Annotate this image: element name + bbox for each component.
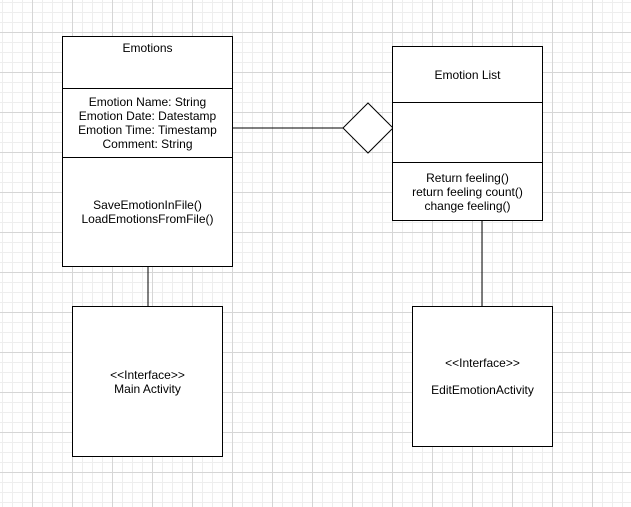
emotions-class-divider-1 [63,88,232,89]
emotions-attribute: Emotion Time: Timestamp [78,123,217,137]
emotions-class-title: Emotions [122,41,173,55]
emotion-list-class-divider-2 [393,162,542,163]
aggregation-diamond [342,102,394,154]
emotion-list-class-divider-1 [393,102,542,103]
emotion-list-attributes-compartment [393,103,542,162]
emotion-list-class-title: Emotion List [434,67,501,82]
emotion-list-method: change feeling() [424,198,511,213]
emotions-attributes-compartment: Emotion Name: String Emotion Date: Dates… [63,89,232,157]
edit-emotion-activity-name: EditEmotionActivity [431,383,534,397]
emotions-attribute: Emotion Name: String [88,95,207,109]
main-activity-interface-body: <<Interface>> Main Activity [73,307,222,456]
emotions-method: LoadEmotionsFromFile() [81,212,214,226]
emotion-list-method: return feeling count() [412,184,523,199]
emotions-class-divider-2 [63,157,232,158]
emotions-class-box: Emotions Emotion Name: String Emotion Da… [62,36,233,267]
emotion-list-methods-compartment: Return feeling() return feeling count() … [393,163,542,220]
edit-emotion-activity-interface-body: <<Interface>> EditEmotionActivity [413,307,552,446]
emotions-methods-compartment: SaveEmotionInFile() LoadEmotionsFromFile… [63,158,232,266]
emotion-list-class-name-compartment: Emotion List [393,47,542,102]
main-activity-name: Main Activity [114,381,181,396]
emotions-attribute: Emotion Date: Datestamp [78,109,217,123]
emotions-method: SaveEmotionInFile() [93,198,202,212]
emotions-class-name-compartment: Emotions [63,37,232,88]
edit-emotion-activity-interface-box: <<Interface>> EditEmotionActivity [412,306,553,447]
emotion-list-class-box: Emotion List Return feeling() return fee… [392,46,543,221]
emotions-attribute: Comment: String [102,137,193,151]
main-activity-interface-box: <<Interface>> Main Activity [72,306,223,457]
emotion-list-method: Return feeling() [426,170,509,185]
edit-emotion-activity-stereotype: <<Interface>> [445,356,520,370]
main-activity-stereotype: <<Interface>> [110,367,185,382]
